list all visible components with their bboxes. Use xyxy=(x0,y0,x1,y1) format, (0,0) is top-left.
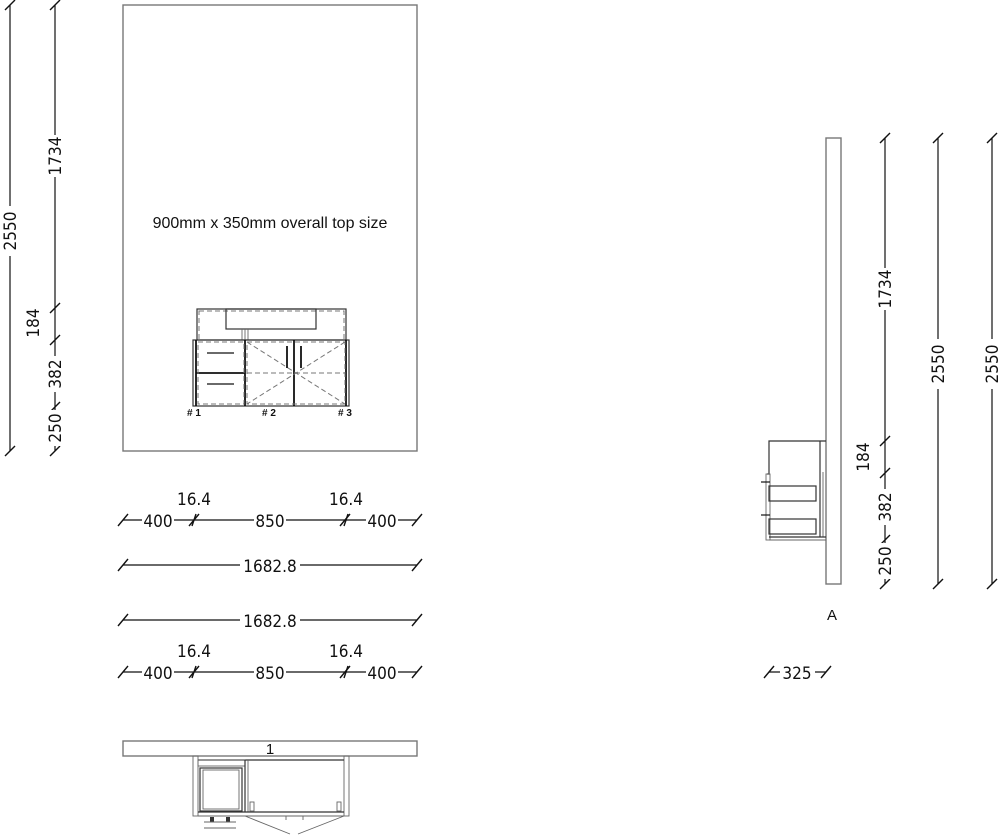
unit-label-2: # 2 xyxy=(262,408,276,419)
wall-panel-plan xyxy=(122,740,418,757)
panel-label: 1 xyxy=(266,741,274,758)
dim-1682-8: 1682.8 xyxy=(243,557,297,577)
dim-400-right: 400 xyxy=(367,512,396,532)
dim-400-left: 400 xyxy=(143,664,172,684)
dim-850: 850 xyxy=(255,664,284,684)
plan-view: 1 xyxy=(122,740,418,835)
dim-250: 250 xyxy=(46,413,66,442)
dim-16-4-left: 16.4 xyxy=(177,642,211,662)
vanity-cabinet-side xyxy=(761,440,826,541)
dim-16-4-right: 16.4 xyxy=(329,490,363,510)
dim-depth-325: 325 xyxy=(782,664,811,684)
view-label-a: A xyxy=(827,607,837,624)
dim-400-right: 400 xyxy=(367,664,396,684)
wall-panel xyxy=(122,4,418,452)
dim-overall-2550: 2550 xyxy=(1,212,21,251)
dim-184: 184 xyxy=(24,308,44,337)
dim-overall-2550: 2550 xyxy=(983,345,1000,384)
vanity-cabinet-front: # 1 # 2 # 3 xyxy=(187,308,352,419)
horizontal-dimensions-bottom: 1682.8 400 850 400 16.4 16.4 xyxy=(117,610,423,684)
dim-1734: 1734 xyxy=(876,270,896,309)
door-swing-left xyxy=(244,815,291,835)
dim-400-left: 400 xyxy=(143,512,172,532)
dim-382: 382 xyxy=(876,492,896,521)
dim-16-4-left: 16.4 xyxy=(177,490,211,510)
left-vertical-dimensions: 2550 1734 184 382 250 xyxy=(0,0,66,457)
dim-16-4-right: 16.4 xyxy=(329,642,363,662)
basin-outline xyxy=(225,308,317,330)
door-swing-right xyxy=(297,815,345,835)
horizontal-dimensions-top: 400 850 400 16.4 16.4 1682.8 xyxy=(117,490,423,577)
side-elevation-a: A 325 1734 184 382 250 2550 2550 xyxy=(761,132,1000,684)
unit-label-3: # 3 xyxy=(338,408,352,419)
dim-184: 184 xyxy=(854,442,874,471)
dim-382: 382 xyxy=(46,359,66,388)
dim-250: 250 xyxy=(876,546,896,575)
front-elevation: 900mm x 350mm overall top size xyxy=(122,4,418,452)
unit-label-1: # 1 xyxy=(187,408,201,419)
wall-panel-side xyxy=(825,137,842,585)
dim-1734: 1734 xyxy=(46,137,66,176)
top-size-note: 900mm x 350mm overall top size xyxy=(153,215,388,232)
dim-850: 850 xyxy=(255,512,284,532)
dim-overall-2550: 2550 xyxy=(929,345,949,384)
dim-1682-8: 1682.8 xyxy=(243,612,297,632)
